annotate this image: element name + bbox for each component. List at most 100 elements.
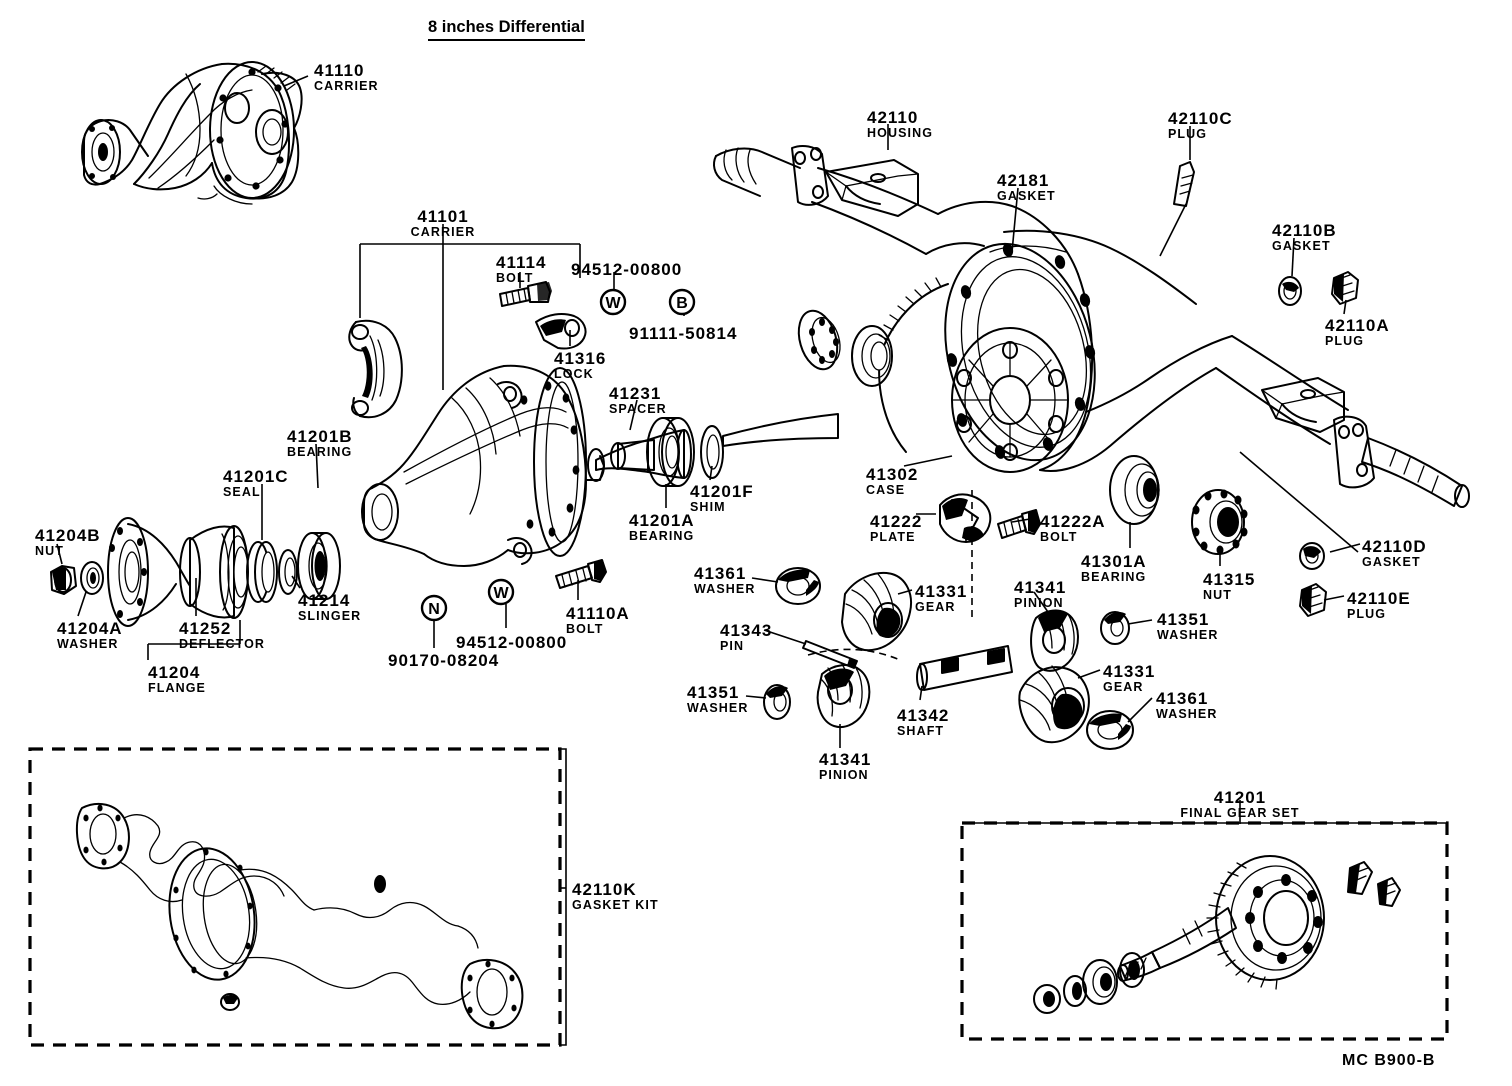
- part-number: 41101: [417, 207, 469, 226]
- part-name: GASKET KIT: [572, 898, 659, 912]
- part-name: HOUSING: [867, 126, 934, 140]
- part-number: 41204: [148, 663, 201, 682]
- part-number: 41214: [298, 591, 351, 610]
- part-number: 90170-08204: [388, 651, 500, 670]
- art-41331-gear-b: [1018, 665, 1090, 744]
- part-name: SHAFT: [897, 724, 945, 738]
- part-name: CARRIER: [314, 79, 379, 93]
- part-number: 42110K: [572, 880, 637, 899]
- part-number: 41201A: [629, 511, 695, 530]
- part-name: GASKET: [997, 189, 1056, 203]
- page-title: 8 inches Differential: [428, 18, 585, 41]
- part-number: 41222A: [1040, 512, 1106, 531]
- part-name: WASHER: [57, 637, 119, 651]
- part-number: 94512-00800: [456, 633, 568, 652]
- art-41351-washer-a: [1100, 611, 1130, 645]
- part-label-94512-00800: 94512-00800: [456, 634, 567, 651]
- art-41351-washer-b: [763, 684, 791, 720]
- part-number: 42110E: [1347, 589, 1411, 608]
- part-name: DEFLECTOR: [179, 637, 266, 651]
- part-name: BEARING: [629, 529, 695, 543]
- part-number: 41331: [1103, 662, 1156, 681]
- art-flange-group: [50, 517, 341, 627]
- part-number: 41342: [897, 706, 950, 725]
- part-name: PLUG: [1347, 607, 1387, 621]
- art-41114-bolt: [499, 281, 552, 307]
- part-name: PLUG: [1168, 127, 1208, 141]
- art-41342-shaft: [916, 645, 1013, 691]
- part-name: BOLT: [566, 622, 604, 636]
- part-name: GASKET: [1272, 239, 1331, 253]
- part-name: WASHER: [1156, 707, 1218, 721]
- centerline-curve: [807, 648, 901, 661]
- part-name: PIN: [720, 639, 745, 653]
- part-name: CARRIER: [410, 225, 476, 239]
- part-name: FLANGE: [148, 681, 206, 695]
- part-number: 41341: [1014, 578, 1067, 597]
- art-41341-pinion-b: [816, 663, 871, 728]
- part-number: 42110: [867, 108, 919, 127]
- art-42110B-gasket: [1278, 276, 1302, 306]
- art-41315-nut: [1191, 489, 1248, 555]
- part-number: 41341: [819, 750, 872, 769]
- part-number: 41222: [870, 512, 923, 531]
- art-41110A-bolt: [555, 559, 607, 589]
- part-number: 42110D: [1362, 537, 1427, 556]
- art-41222A-bolt: [997, 509, 1041, 539]
- part-name: LOCK: [554, 367, 594, 381]
- part-name: PLATE: [870, 530, 916, 544]
- part-number: 41110: [314, 61, 365, 80]
- part-name: GEAR: [915, 600, 956, 614]
- art-41101-carrier: [348, 319, 692, 567]
- art-42110A-plug: [1331, 271, 1359, 305]
- part-number: 41343: [720, 621, 773, 640]
- part-name: WASHER: [1157, 628, 1219, 642]
- part-label-91111-50814: 91111-50814: [629, 325, 737, 342]
- part-label-94512-00800: 94512-00800: [571, 261, 682, 278]
- part-number: 41231: [609, 384, 662, 403]
- art-pinion-bearing-group: [610, 413, 839, 487]
- part-number: 91111-50814: [629, 324, 738, 343]
- art-41301A-bearing: [1109, 455, 1160, 525]
- part-number: 41201B: [287, 427, 353, 446]
- circle-code-w: W: [599, 288, 627, 316]
- art-41361-washer-b: [1086, 710, 1134, 750]
- part-name: GEAR: [1103, 680, 1144, 694]
- part-label-90170-08204: 90170-08204: [388, 652, 499, 669]
- part-number: 41316: [554, 349, 607, 368]
- part-number: 41201: [1213, 788, 1267, 807]
- part-number: 41201C: [223, 467, 289, 486]
- circle-code-w: W: [487, 578, 515, 606]
- part-number: 94512-00800: [571, 260, 683, 279]
- art-42110-housing: [713, 145, 1470, 508]
